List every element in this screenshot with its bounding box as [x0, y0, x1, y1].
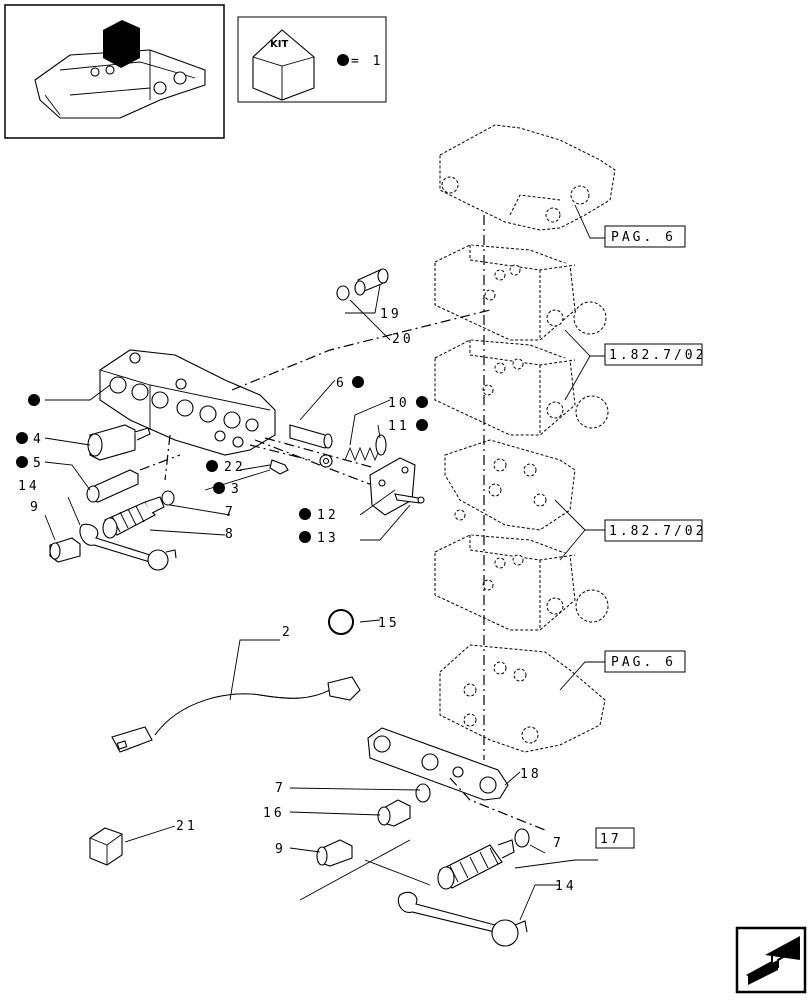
label-13: 13	[317, 531, 339, 546]
kit-legend: KIT = 1	[237, 16, 387, 103]
part-labels: 4 5 14 9 7 8 22 3 6 10 11 12 13 19 20 15…	[18, 307, 635, 894]
label-14-left: 14	[18, 479, 40, 494]
ref-1827-a: 1.82.7/02	[609, 348, 706, 363]
manifold-assembly	[49, 268, 491, 635]
label-4: 4	[33, 432, 44, 447]
black-dot-icon	[16, 432, 28, 444]
label-16: 16	[263, 806, 285, 821]
next-page-arrow-icon[interactable]	[735, 926, 807, 994]
leader-lines	[44, 204, 605, 921]
label-17: 17	[600, 832, 622, 847]
valve-stack	[434, 124, 616, 760]
ref-pag6-top: PAG. 6	[611, 230, 676, 245]
ref-pag6-bottom: PAG. 6	[611, 655, 676, 670]
label-6: 6	[336, 376, 347, 391]
label-7-bottom: 7	[275, 781, 286, 796]
label-22: 22	[224, 460, 246, 475]
black-dot-icon	[299, 508, 311, 520]
kit-badge-text: KIT	[270, 39, 288, 50]
black-dot-icon	[416, 396, 428, 408]
label-9-left: 9	[30, 500, 41, 515]
page-references: PAG. 6 1.82.7/02 1.82.7/02 PAG. 6	[604, 225, 706, 673]
label-21: 21	[176, 819, 198, 834]
black-dot-icon	[206, 460, 218, 472]
label-12: 12	[317, 508, 339, 523]
label-8: 8	[225, 527, 236, 542]
label-5: 5	[33, 456, 44, 471]
kit-markers	[16, 376, 428, 543]
label-18: 18	[520, 767, 542, 782]
black-dot-icon	[337, 54, 349, 66]
label-19: 19	[380, 307, 402, 322]
label-20: 20	[392, 332, 414, 347]
label-2: 2	[282, 625, 293, 640]
label-15: 15	[378, 616, 400, 631]
ref-1827-b: 1.82.7/02	[609, 524, 706, 539]
black-dot-icon	[16, 456, 28, 468]
wire-harness	[111, 676, 361, 753]
label-3: 3	[231, 482, 242, 497]
black-dot-icon	[213, 482, 225, 494]
black-dot-icon	[352, 376, 364, 388]
kit-equals-text: = 1	[351, 54, 383, 69]
black-dot-icon	[28, 394, 40, 406]
label-7-left: 7	[225, 505, 236, 520]
black-dot-icon	[416, 419, 428, 431]
relay-21	[89, 827, 123, 866]
label-11: 11	[388, 419, 410, 434]
bottom-bracket-assembly	[299, 727, 546, 947]
label-7-right: 7	[553, 836, 564, 851]
label-14-bottom: 14	[555, 879, 577, 894]
label-9-bottom: 9	[275, 842, 286, 857]
black-dot-icon	[299, 531, 311, 543]
locator-thumbnail	[4, 4, 225, 139]
spring-assembly-left	[102, 496, 165, 539]
label-10: 10	[388, 396, 410, 411]
